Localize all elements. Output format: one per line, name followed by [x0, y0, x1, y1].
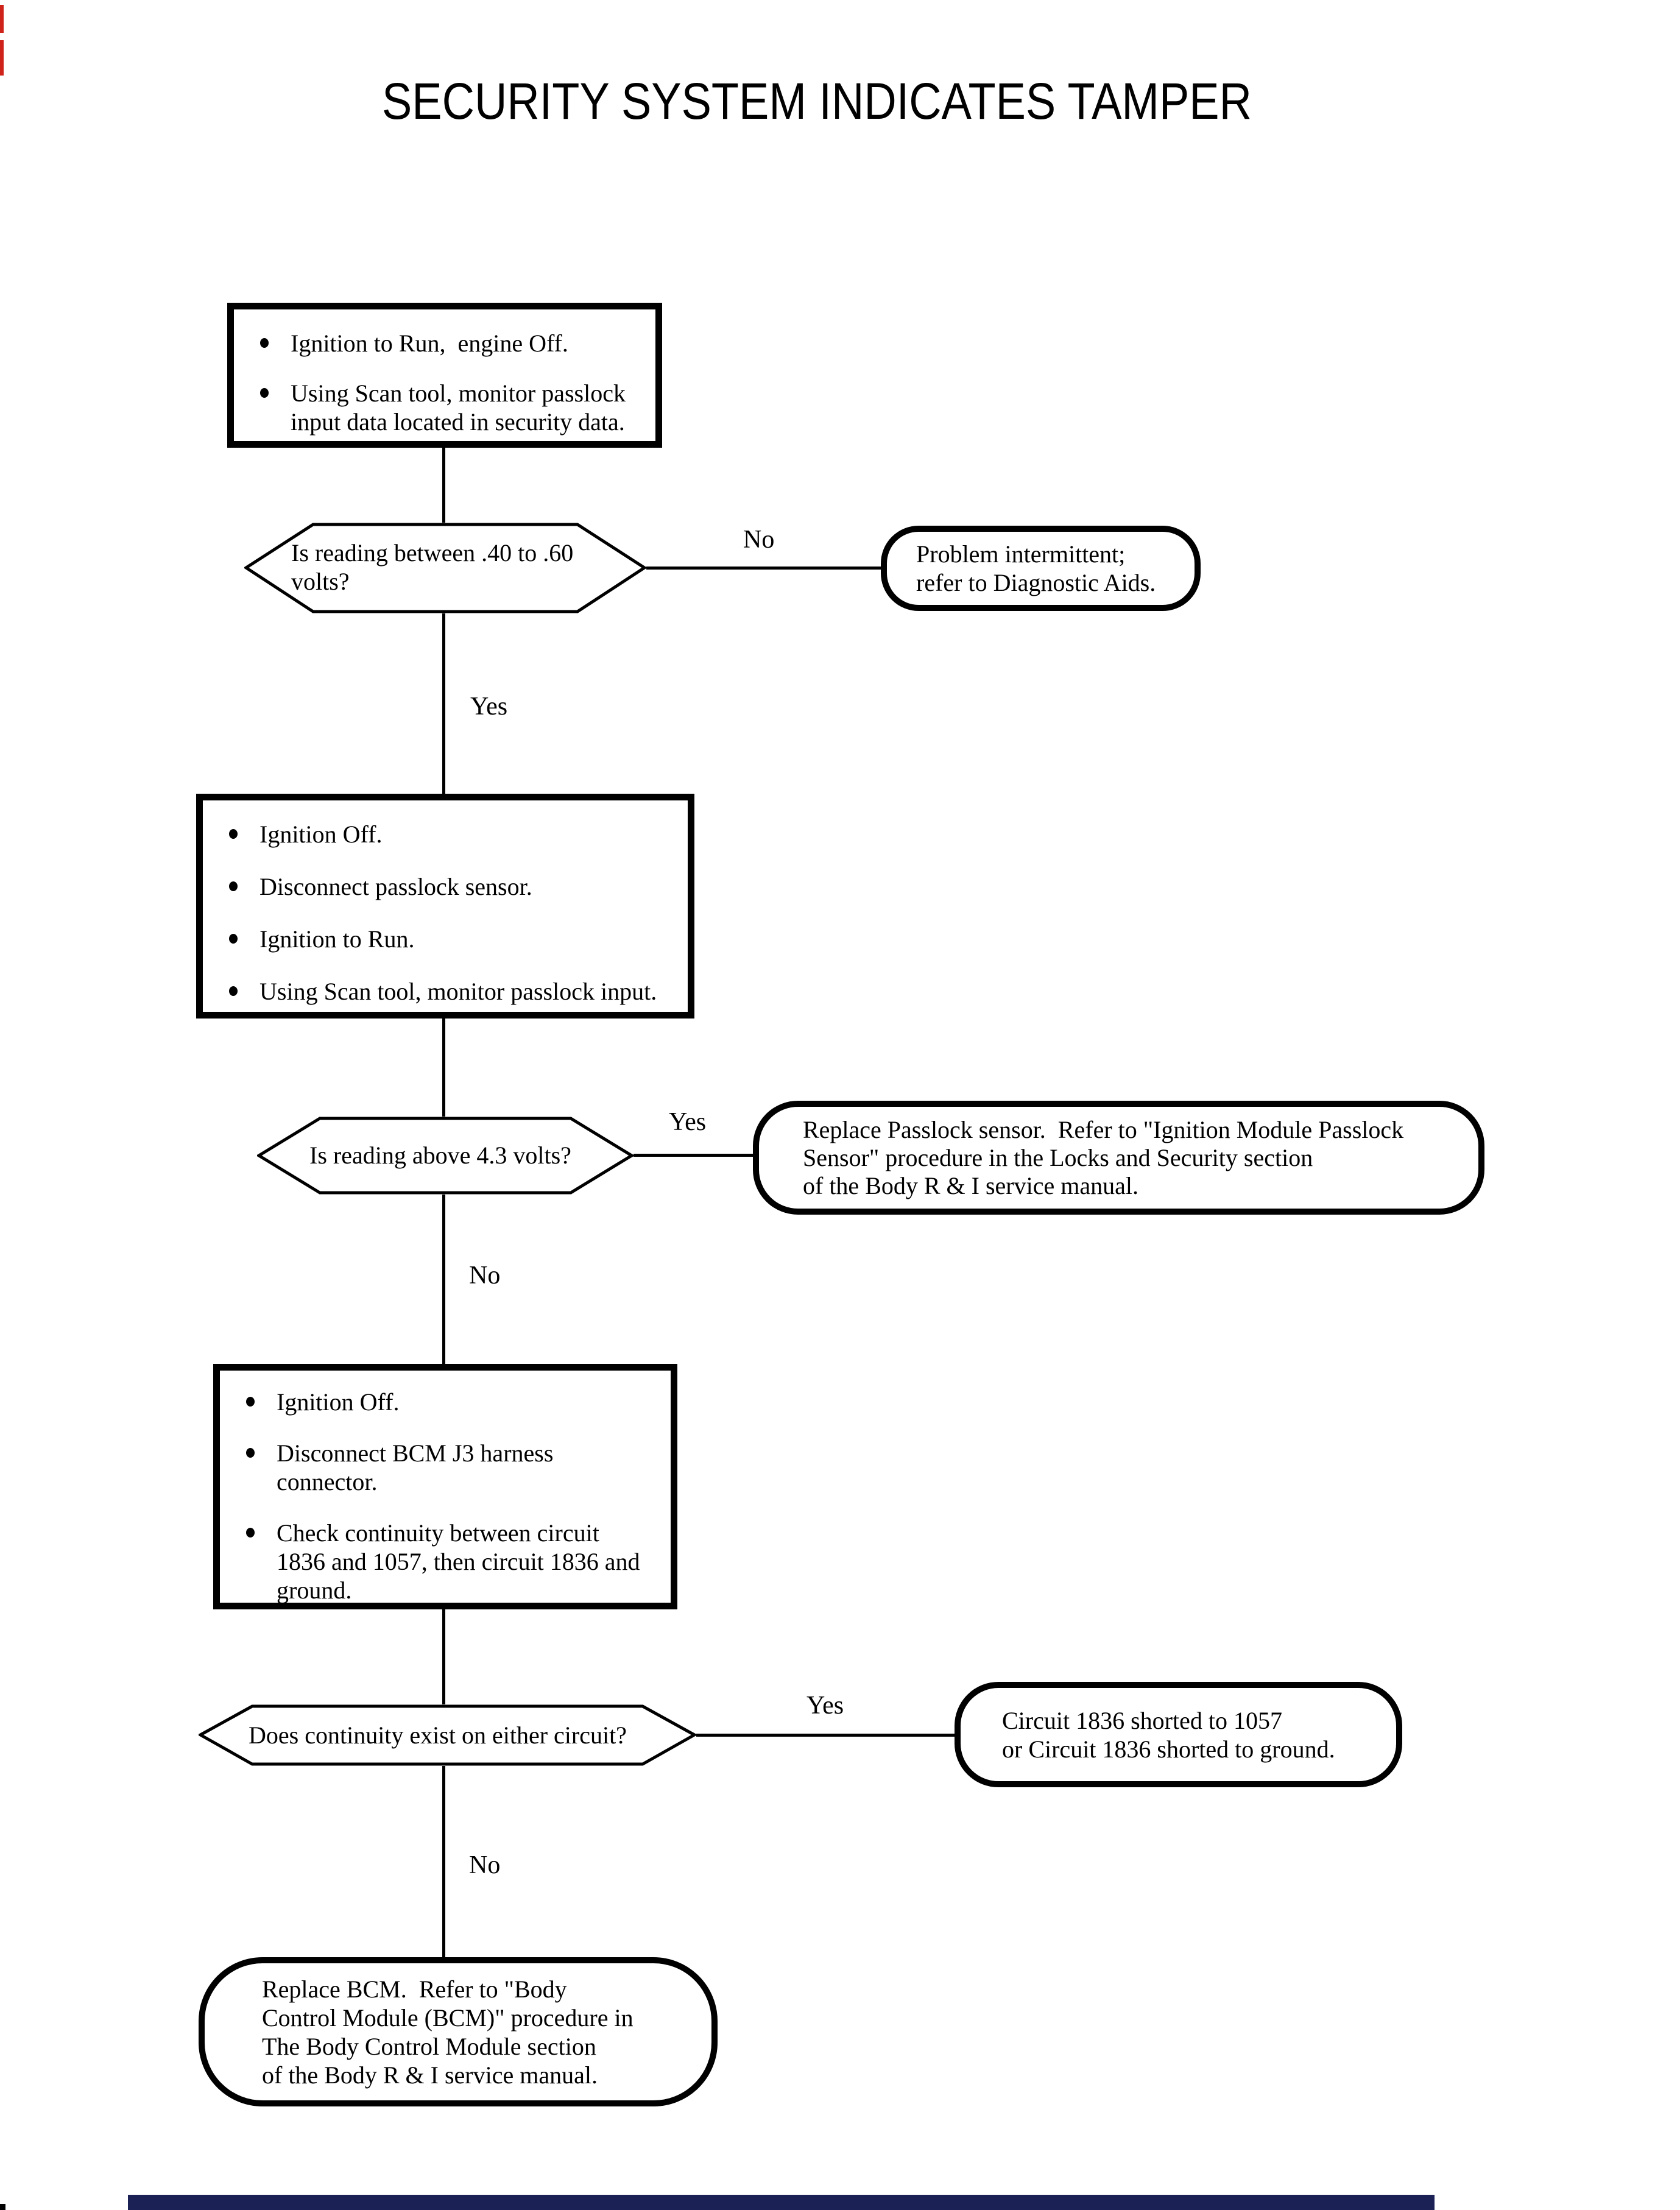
decision-3: Does continuity exist on either circuit?	[199, 1704, 696, 1766]
bullet-icon	[246, 1448, 255, 1458]
decision-question: Is reading between .40 to .60 volts?	[291, 539, 574, 595]
bullet-icon	[260, 338, 269, 348]
bullet-icon	[260, 388, 269, 398]
list-item: Check continuity between circuit 1836 an…	[246, 1519, 662, 1605]
scan-artifact-mark	[0, 5, 4, 33]
connector-line	[634, 1154, 753, 1157]
decision-1: Is reading between .40 to .60 volts?	[244, 523, 646, 613]
step-box-3: Ignition Off. Disconnect BCM J3 harness …	[213, 1364, 677, 1609]
connector-line	[442, 1766, 445, 1957]
list-item: Ignition to Run, engine Off.	[260, 329, 647, 358]
step-text: Using Scan tool, monitor passlock input …	[291, 380, 626, 436]
step-text: Disconnect passlock sensor.	[259, 873, 532, 900]
decision-question: Does continuity exist on either circuit?	[249, 1721, 627, 1749]
scan-corner-dot	[0, 2204, 5, 2210]
step-box-1: Ignition to Run, engine Off. Using Scan …	[227, 303, 662, 448]
branch-label-yes: Yes	[470, 693, 508, 721]
branch-label-no: No	[743, 526, 775, 554]
result-text: Replace Passlock sensor. Refer to "Ignit…	[803, 1115, 1404, 1199]
result-text: Circuit 1836 shorted to 1057 or Circuit …	[1002, 1706, 1335, 1763]
hexagon-shape	[257, 1117, 634, 1195]
connector-line	[442, 1195, 445, 1364]
list-item: Disconnect passlock sensor.	[229, 872, 679, 901]
bullet-icon	[229, 881, 238, 891]
bullet-icon	[229, 934, 238, 944]
step-text: Ignition to Run, engine Off.	[291, 330, 568, 357]
step-text: Ignition Off.	[259, 821, 383, 848]
decision-question: Is reading above 4.3 volts?	[309, 1142, 571, 1169]
bullet-icon	[246, 1528, 255, 1537]
scan-bottom-bar	[128, 2195, 1435, 2210]
scan-artifact-mark	[0, 40, 4, 76]
step-text: Using Scan tool, monitor passlock input.	[259, 978, 657, 1005]
step-text: Disconnect BCM J3 harness connector.	[277, 1439, 554, 1495]
result-text: Replace BCM. Refer to "Body Control Modu…	[262, 1975, 634, 2089]
connector-line	[442, 613, 445, 794]
decision-2: Is reading above 4.3 volts?	[257, 1117, 634, 1195]
page-title: SECURITY SYSTEM INDICATES TAMPER	[382, 72, 1252, 130]
list-item: Ignition Off.	[229, 820, 679, 849]
connector-line	[442, 448, 445, 523]
result-box-4: Replace BCM. Refer to "Body Control Modu…	[199, 1957, 718, 2106]
branch-label-yes: Yes	[806, 1692, 844, 1720]
result-box-3: Circuit 1836 shorted to 1057 or Circuit …	[955, 1682, 1402, 1787]
list-item: Disconnect BCM J3 harness connector.	[246, 1439, 662, 1496]
result-box-2: Replace Passlock sensor. Refer to "Ignit…	[753, 1101, 1484, 1215]
hexagon-shape	[244, 523, 646, 613]
list-item: Ignition to Run.	[229, 925, 679, 953]
step-text: Check continuity between circuit 1836 an…	[277, 1519, 640, 1604]
bullet-icon	[229, 986, 238, 996]
result-box-1: Problem intermittent; refer to Diagnosti…	[881, 526, 1201, 611]
connector-line	[442, 1609, 445, 1704]
bullet-icon	[246, 1397, 255, 1407]
list-item: Ignition Off.	[246, 1388, 662, 1416]
hexagon-shape	[199, 1704, 696, 1766]
branch-label-yes: Yes	[669, 1108, 707, 1136]
connector-line	[696, 1734, 955, 1737]
connector-line	[646, 567, 881, 570]
step-text: Ignition Off.	[277, 1388, 400, 1416]
step-box-2: Ignition Off. Disconnect passlock sensor…	[196, 794, 694, 1019]
step-text: Ignition to Run.	[259, 925, 415, 953]
bullet-icon	[229, 829, 238, 839]
list-item: Using Scan tool, monitor passlock input.	[229, 977, 679, 1006]
branch-label-no: No	[469, 1851, 501, 1879]
connector-line	[442, 1019, 445, 1117]
result-text: Problem intermittent; refer to Diagnosti…	[916, 540, 1156, 596]
branch-label-no: No	[469, 1262, 501, 1290]
list-item: Using Scan tool, monitor passlock input …	[260, 379, 647, 436]
